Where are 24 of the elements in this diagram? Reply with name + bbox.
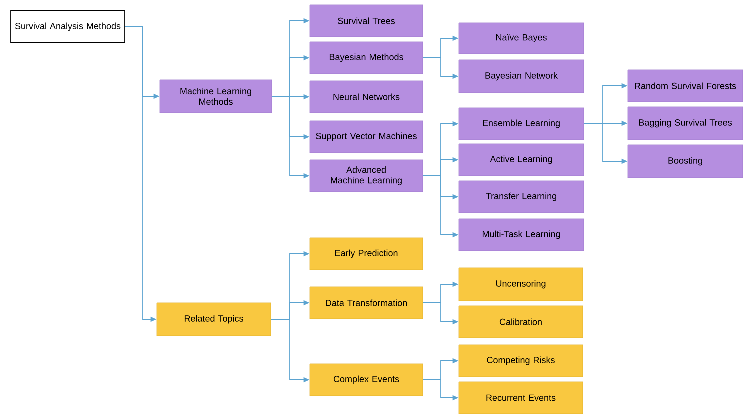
method-box: Bagging Survival Trees bbox=[628, 106, 743, 140]
method-box: Random Survival Forests bbox=[628, 70, 743, 102]
method-box: Survival Trees bbox=[310, 4, 424, 38]
method-box: Transfer Learning bbox=[458, 180, 584, 214]
method-box: Naïve Bayes bbox=[458, 22, 584, 54]
topic-box: Calibration bbox=[458, 306, 584, 338]
topic-box: Related Topics bbox=[156, 302, 272, 336]
root-box: Survival Analysis Methods bbox=[10, 10, 126, 44]
method-box: Active Learning bbox=[458, 144, 584, 176]
method-box: Advanced Machine Learning bbox=[310, 160, 424, 192]
method-box: Bayesian Network bbox=[458, 60, 584, 94]
topic-box: Uncensoring bbox=[458, 268, 584, 302]
topic-box: Competing Risks bbox=[458, 344, 584, 378]
topic-box: Data Transformation bbox=[310, 286, 424, 320]
method-box: Ensemble Learning bbox=[458, 108, 584, 140]
method-box: Support Vector Machines bbox=[310, 120, 424, 154]
topic-box: Recurrent Events bbox=[458, 382, 584, 414]
topic-box: Early Prediction bbox=[310, 238, 424, 270]
method-box: Bayesian Methods bbox=[310, 42, 424, 74]
method-box: Multi-Task Learning bbox=[458, 218, 584, 252]
method-box: Boosting bbox=[628, 144, 743, 178]
topic-box: Complex Events bbox=[310, 364, 424, 396]
method-box: Machine Learning Methods bbox=[160, 80, 272, 114]
method-box: Neural Networks bbox=[310, 80, 424, 114]
